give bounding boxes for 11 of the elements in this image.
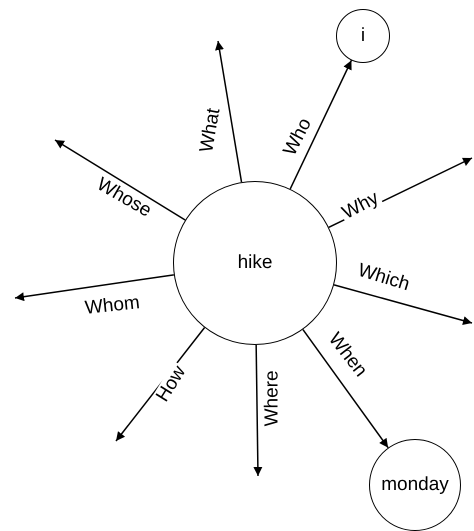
arrow (54, 139, 186, 221)
arrow (302, 329, 389, 448)
arrow (290, 60, 352, 190)
node-label: monday (381, 474, 449, 496)
arrow (334, 284, 472, 325)
arrow (253, 344, 262, 476)
arrow (215, 40, 242, 182)
circle-node (336, 9, 390, 63)
node-label: i (360, 25, 366, 47)
arrow (14, 274, 174, 302)
node-label: hike (238, 252, 272, 274)
